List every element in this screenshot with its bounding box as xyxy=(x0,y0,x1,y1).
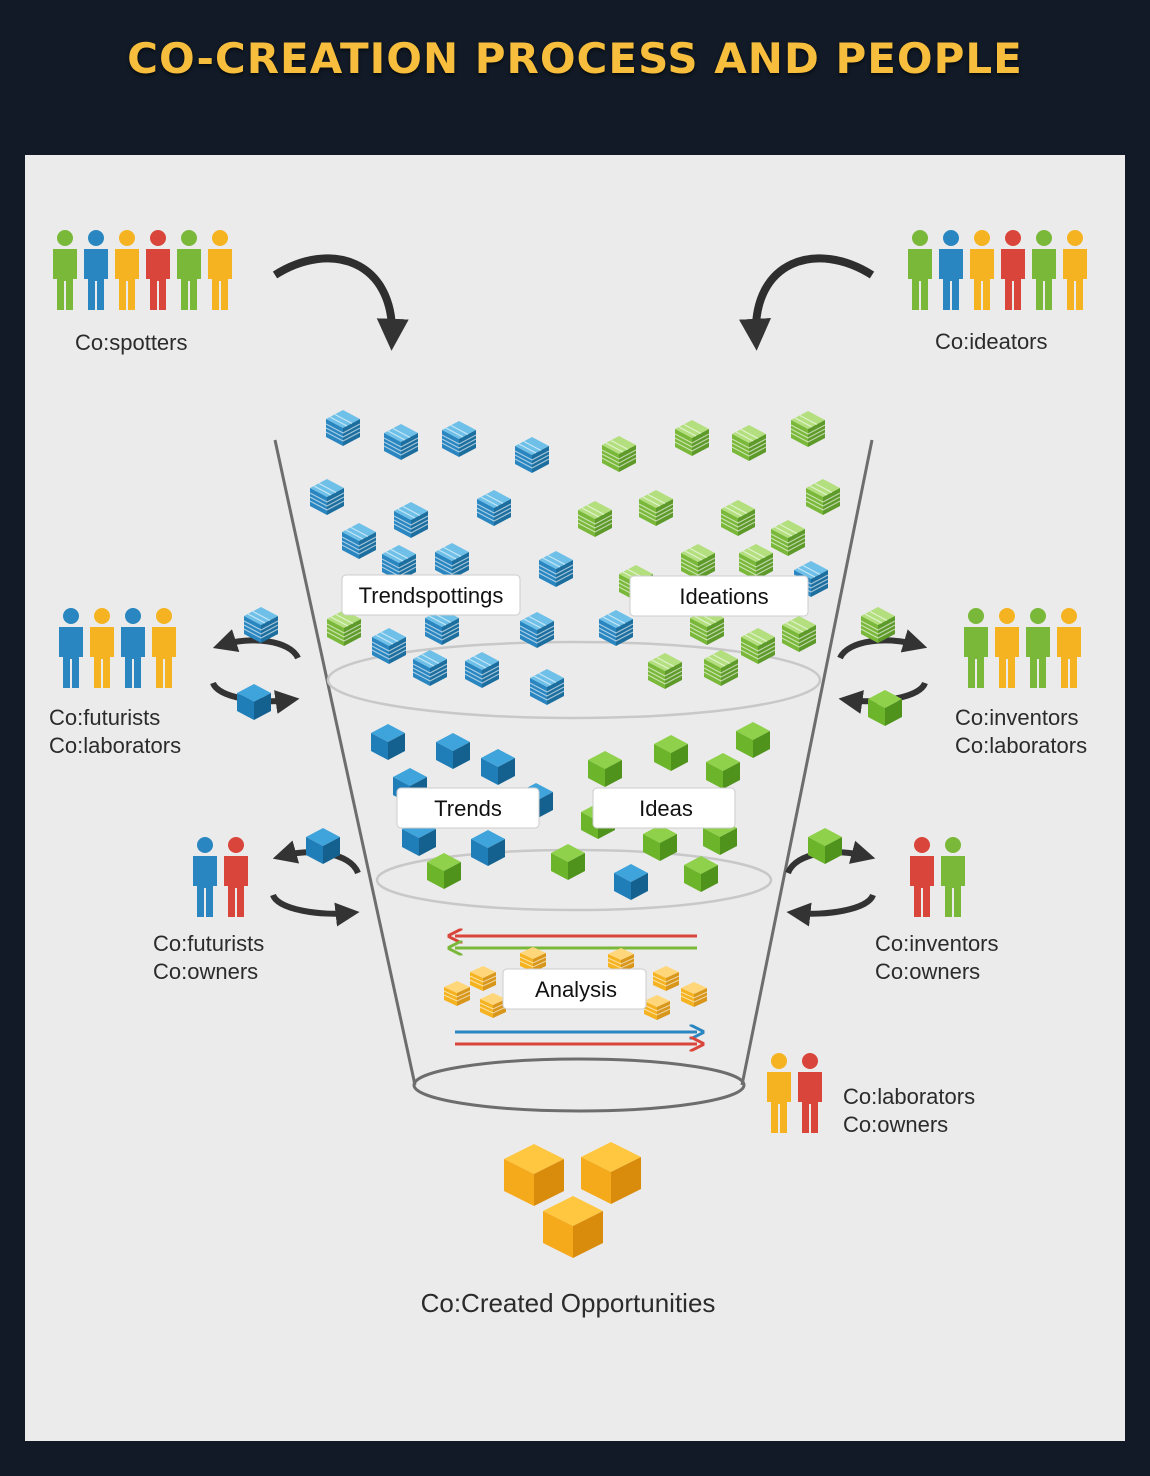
exchange-arrows-right-mid xyxy=(837,606,928,726)
label-spotters: Co:spotters xyxy=(75,330,188,355)
exchange-arrows-right-low xyxy=(785,828,876,927)
label-right-mid-2: Co:laborators xyxy=(955,733,1087,758)
trendspottings-label: Trendspottings xyxy=(341,574,521,616)
analysis-arrows xyxy=(455,936,697,1044)
label-bottom-1: Co:laborators xyxy=(843,1084,975,1109)
curved-arrow-left-icon xyxy=(272,254,409,351)
people-group-right-low xyxy=(910,837,965,917)
svg-text:Analysis: Analysis xyxy=(535,977,617,1002)
svg-text:Trends: Trends xyxy=(434,796,502,821)
trends-label: Trends xyxy=(396,787,540,829)
label-left-low-1: Co:futurists xyxy=(153,931,264,956)
label-bottom-2: Co:owners xyxy=(843,1112,948,1137)
people-group-left-mid xyxy=(59,608,176,688)
page-title: CO-CREATION PROCESS AND PEOPLE xyxy=(127,34,1023,83)
exchange-arrows-left-low xyxy=(270,828,361,927)
svg-text:Ideations: Ideations xyxy=(679,584,768,609)
ideations-label: Ideations xyxy=(629,575,809,617)
label-ideators: Co:ideators xyxy=(935,329,1048,354)
label-right-mid-1: Co:inventors xyxy=(955,705,1079,730)
analysis-label: Analysis xyxy=(502,968,647,1010)
people-group-left-low xyxy=(193,837,248,917)
label-right-low-2: Co:owners xyxy=(875,959,980,984)
people-group-spotters xyxy=(53,230,232,310)
label-left-mid-1: Co:futurists xyxy=(49,705,160,730)
svg-text:Trendspottings: Trendspottings xyxy=(359,583,504,608)
people-group-bottom xyxy=(767,1053,822,1133)
svg-text:Ideas: Ideas xyxy=(639,796,693,821)
people-group-right-mid xyxy=(964,608,1081,688)
label-left-low-2: Co:owners xyxy=(153,959,258,984)
output-label: Co:Created Opportunities xyxy=(421,1288,716,1318)
opportunity-cubes xyxy=(504,1142,641,1258)
curved-arrow-right-icon xyxy=(739,254,875,351)
people-group-ideators xyxy=(908,230,1087,310)
label-left-mid-2: Co:laborators xyxy=(49,733,181,758)
exchange-arrows-left-mid xyxy=(210,606,301,720)
ideas-label: Ideas xyxy=(592,787,736,829)
label-right-low-1: Co:inventors xyxy=(875,931,999,956)
